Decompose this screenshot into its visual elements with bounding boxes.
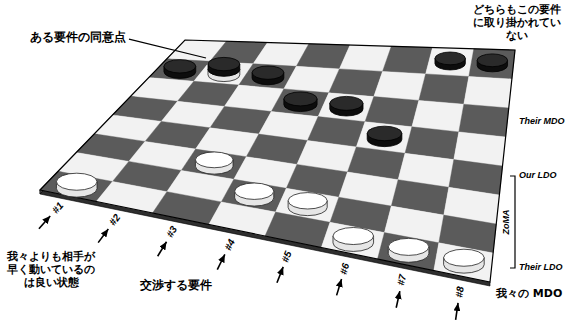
annotation-label: 交渉する要件 bbox=[140, 278, 212, 292]
checker-top bbox=[388, 238, 429, 255]
checker-top bbox=[284, 92, 317, 106]
white-checker bbox=[288, 193, 327, 216]
label-anchor: Their MDO bbox=[519, 116, 565, 127]
checker-top bbox=[235, 183, 274, 199]
checker-top bbox=[367, 126, 402, 141]
label-anchor: Our LDO bbox=[519, 170, 557, 181]
callout-arrow bbox=[337, 279, 342, 295]
checker-top bbox=[252, 66, 284, 79]
zoma-bracket bbox=[510, 176, 515, 268]
callout-arrow bbox=[217, 254, 225, 269]
callout-arrow bbox=[158, 242, 167, 257]
white-checker bbox=[195, 152, 233, 174]
board-square bbox=[426, 48, 474, 77]
black-checker bbox=[367, 126, 402, 146]
axis-label: 我々の MDO bbox=[496, 287, 562, 300]
board-square bbox=[459, 104, 509, 137]
callout-arrow bbox=[396, 291, 400, 308]
board-square bbox=[383, 46, 433, 74]
marks bbox=[39, 39, 515, 320]
annotation-label: 我々よりも相手が 早く動いているの は良い状態 bbox=[4, 250, 98, 290]
callout-number: #6 bbox=[337, 261, 352, 275]
checker-top bbox=[164, 60, 196, 73]
callout-number: #4 bbox=[222, 237, 238, 252]
label-anchor: #3 bbox=[164, 225, 180, 241]
callout-arrow bbox=[39, 216, 50, 229]
pieces bbox=[56, 52, 507, 273]
black-checker bbox=[284, 92, 317, 112]
board-square bbox=[469, 49, 515, 79]
label-anchor: ある要件の同意点 bbox=[30, 30, 126, 44]
board-square bbox=[464, 77, 512, 109]
callout-arrow bbox=[456, 303, 458, 320]
board-square bbox=[374, 71, 426, 100]
label-anchor: 我々の MDO bbox=[496, 287, 562, 300]
checker-top bbox=[208, 57, 240, 70]
annotation-label: どちらもこの要件 に取り掛かれてい ない bbox=[470, 3, 564, 43]
label-anchor: #5 bbox=[280, 249, 295, 264]
callout-arrow bbox=[98, 229, 108, 243]
callout-number: #2 bbox=[107, 212, 123, 228]
bracket-label: ZoMA bbox=[501, 210, 512, 235]
checker-top bbox=[477, 54, 507, 67]
white-checker bbox=[235, 183, 274, 206]
white-checker bbox=[388, 238, 429, 262]
axis-label: Our LDO bbox=[519, 170, 557, 181]
white-checker bbox=[444, 249, 485, 273]
callout-number: #1 bbox=[49, 200, 65, 216]
label-anchor: #8 bbox=[453, 286, 466, 299]
label-anchor: #1 bbox=[49, 200, 65, 216]
label-anchor: どちらもこの要件 に取り掛かれてい ない bbox=[470, 3, 564, 43]
board-outline bbox=[40, 40, 515, 282]
black-checker bbox=[252, 66, 284, 85]
label-anchor: Their LDO bbox=[519, 262, 563, 273]
checker-top bbox=[444, 249, 485, 266]
label-anchor: 我々よりも相手が 早く動いているの は良い状態 bbox=[4, 250, 98, 290]
annotation-label: ある要件の同意点 bbox=[30, 30, 126, 44]
leader-line bbox=[129, 39, 206, 58]
board-square bbox=[365, 97, 419, 127]
board-square bbox=[329, 69, 383, 97]
black-checker bbox=[435, 52, 465, 70]
label-anchor: 交渉する要件 bbox=[140, 278, 212, 292]
board-square bbox=[339, 45, 391, 71]
label-anchor: ZoMA bbox=[501, 210, 512, 235]
board-square bbox=[419, 74, 469, 104]
callout-number: #7 bbox=[395, 274, 409, 287]
label-anchor: #6 bbox=[337, 261, 352, 275]
callout-number: #5 bbox=[280, 249, 295, 264]
black-checker bbox=[164, 60, 196, 79]
checker-top bbox=[333, 227, 374, 244]
white-checker bbox=[333, 227, 374, 251]
black-checker bbox=[477, 54, 507, 72]
callout-arrow bbox=[277, 267, 283, 283]
callout-number: #3 bbox=[164, 225, 180, 241]
checker-top bbox=[195, 152, 233, 168]
axis-label: Their MDO bbox=[519, 116, 565, 127]
checker-top bbox=[330, 96, 363, 110]
label-anchor: #4 bbox=[222, 237, 238, 252]
board bbox=[40, 40, 515, 286]
board-square bbox=[412, 100, 464, 131]
checker-top bbox=[435, 52, 465, 65]
white-checker bbox=[56, 173, 97, 197]
axis-label: Their LDO bbox=[519, 262, 563, 273]
black-checker bbox=[330, 96, 363, 116]
label-anchor: #7 bbox=[395, 274, 409, 287]
label-anchor: #2 bbox=[107, 212, 123, 228]
checker-top bbox=[56, 173, 97, 190]
checker-top bbox=[288, 193, 327, 209]
callout-number: #8 bbox=[453, 286, 466, 299]
black-checker bbox=[208, 57, 240, 76]
